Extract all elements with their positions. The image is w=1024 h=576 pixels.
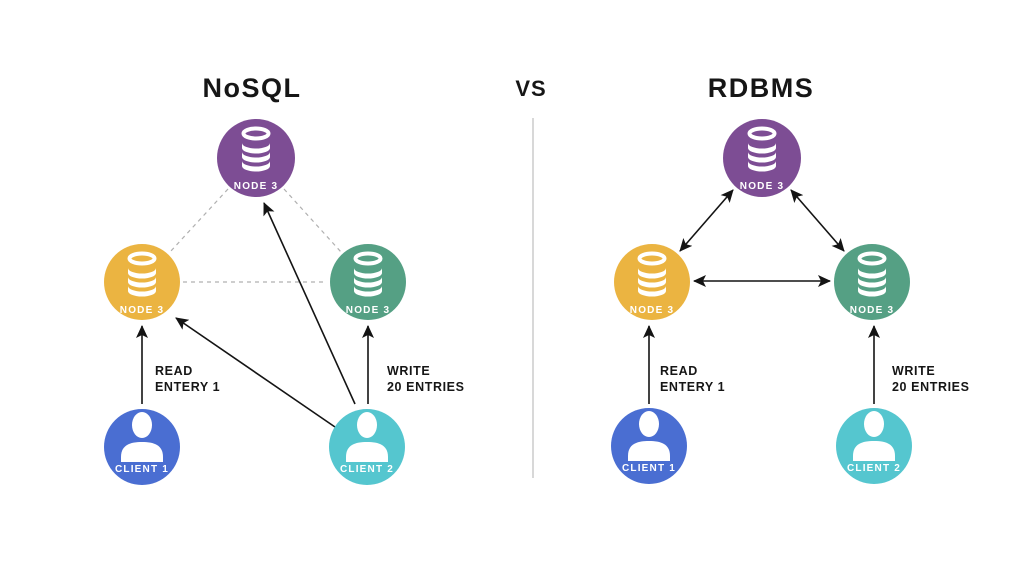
write-annotation-line1: WRITE	[892, 364, 935, 378]
person-icon	[121, 412, 163, 462]
node-circle	[104, 244, 180, 320]
database-icon	[637, 251, 667, 297]
nosql-node-top: NODE 3	[217, 119, 295, 197]
rdbms-read-annotation: READ ENTERY 1	[660, 364, 725, 394]
read-annotation-line2: ENTERY 1	[155, 380, 220, 394]
write-annotation-line2: 20 ENTRIES	[387, 380, 465, 394]
node-label: NODE 3	[740, 181, 784, 192]
nosql-dashed-link-top-right	[283, 188, 342, 253]
database-icon	[241, 126, 271, 172]
rdbms-write-annotation: WRITE 20 ENTRIES	[892, 364, 970, 394]
rdbms-node-right: NODE 3	[834, 244, 910, 320]
node-label: NODE 3	[346, 305, 390, 316]
node-circle	[834, 244, 910, 320]
person-icon	[346, 412, 388, 462]
write-annotation-line2: 20 ENTRIES	[892, 380, 970, 394]
node-circle	[614, 244, 690, 320]
node-label: NODE 3	[850, 305, 894, 316]
database-icon	[127, 251, 157, 297]
person-icon	[628, 411, 670, 461]
rdbms-node-top: NODE 3	[723, 119, 801, 197]
nosql-client-2: CLIENT 2	[329, 409, 405, 485]
node-label: NODE 3	[234, 181, 278, 192]
client-label: CLIENT 2	[340, 464, 394, 475]
nosql-client-1: CLIENT 1	[104, 409, 180, 485]
rdbms-title: RDBMS	[708, 73, 815, 103]
read-annotation-line1: READ	[155, 364, 193, 378]
nosql-dashed-link-top-left	[169, 188, 229, 253]
nosql-title: NoSQL	[203, 73, 302, 103]
database-icon	[747, 126, 777, 172]
nosql-panel: NODE 3 NODE 3 NODE 3	[104, 119, 465, 485]
nosql-node-left: NODE 3	[104, 244, 180, 320]
rdbms-client-1: CLIENT 1	[611, 408, 687, 484]
rdbms-node-left: NODE 3	[614, 244, 690, 320]
nosql-arrow-client2-to-left-node	[175, 317, 336, 428]
node-label: NODE 3	[630, 305, 674, 316]
read-annotation-line2: ENTERY 1	[660, 380, 725, 394]
rdbms-panel: NODE 3 NODE 3 NODE 3	[611, 119, 970, 484]
nosql-read-annotation: READ ENTERY 1	[155, 364, 220, 394]
vs-label: VS	[515, 76, 546, 101]
person-icon	[853, 411, 895, 461]
nosql-write-annotation: WRITE 20 ENTRIES	[387, 364, 465, 394]
node-circle	[330, 244, 406, 320]
client-label: CLIENT 1	[622, 463, 676, 474]
node-label: NODE 3	[120, 305, 164, 316]
database-icon	[857, 251, 887, 297]
client-label: CLIENT 2	[847, 463, 901, 474]
client-label: CLIENT 1	[115, 464, 169, 475]
write-annotation-line1: WRITE	[387, 364, 430, 378]
rdbms-sync-top-right	[790, 189, 845, 252]
rdbms-sync-top-left	[679, 189, 734, 252]
database-icon	[353, 251, 383, 297]
read-annotation-line1: READ	[660, 364, 698, 378]
rdbms-client-2: CLIENT 2	[836, 408, 912, 484]
nosql-node-right: NODE 3	[330, 244, 406, 320]
nosql-arrow-client2-to-top-node	[263, 202, 356, 405]
